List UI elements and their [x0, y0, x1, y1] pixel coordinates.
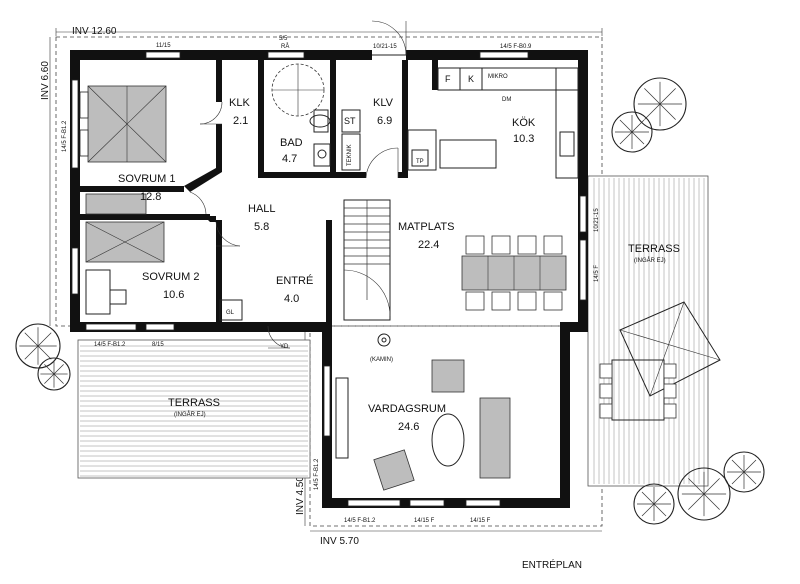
terrace-left-name: TERRASS	[168, 397, 220, 409]
room-name-entre: ENTRÉ	[276, 274, 313, 287]
fixture-gl: GL	[226, 310, 235, 316]
fixture-yd: YD	[280, 344, 289, 350]
interior-walls	[80, 60, 438, 322]
kitchen	[407, 67, 579, 179]
terrace-parasol	[599, 301, 721, 421]
window-label-right-2: 14/5 F	[594, 265, 600, 282]
window-label-top-4: 14/5 F-B0.9	[500, 44, 532, 50]
window-label-bottom-lower-3: 14/15 F	[470, 518, 491, 524]
window-label-right-1: 10/21-15	[594, 208, 600, 232]
living-room-furniture	[335, 333, 511, 491]
room-area-sovrum-2: 10.6	[163, 289, 184, 301]
window-label-bottom-2: 8/15	[152, 342, 164, 348]
room-name-kok: KÖK	[512, 117, 536, 129]
fixture-mikro: MIKRO	[488, 74, 508, 80]
fixture-st: ST	[344, 116, 356, 126]
room-name-bad: BAD	[280, 137, 303, 149]
window-label-bottom-1: 14/5 F-B1.2	[94, 342, 126, 348]
bathroom-fixtures	[271, 63, 361, 171]
window-label-left-1: 14/5 F-B1.2	[62, 120, 68, 152]
plan-footer-title: ENTRÉPLAN	[522, 558, 582, 571]
interior-doors	[189, 101, 399, 349]
dining-table	[461, 235, 567, 311]
window-label-top-3: 10/21-15	[373, 44, 397, 50]
window-label-bottom-lower-1: 14/5 F-B1.2	[344, 518, 376, 524]
bed-sovrum-2	[85, 221, 243, 321]
window-label-top-1: 11/15	[156, 43, 171, 49]
room-labels: KLK 2.1 BAD 4.7 KLV 6.9 KÖK 10.3 SOVRUM …	[118, 97, 536, 433]
room-area-matplats: 22.4	[418, 239, 439, 251]
windows	[71, 51, 587, 507]
room-name-klv: KLV	[373, 97, 394, 109]
room-name-vardagsrum: VARDAGSRUM	[368, 403, 446, 415]
dim-top-width: INV 12.60	[72, 26, 117, 37]
room-area-kok: 10.3	[513, 133, 534, 145]
trees	[15, 77, 765, 525]
bed-sovrum-1	[79, 85, 167, 215]
terrace-labels: TERRASS (INGÅR EJ) TERRASS (INGÅR EJ)	[168, 243, 680, 418]
room-area-klv: 6.9	[377, 115, 392, 127]
room-area-klk: 2.1	[233, 115, 248, 127]
terrace-right	[587, 175, 709, 487]
dim-right-lower-height: INV 4.50	[295, 476, 306, 515]
door-top	[371, 20, 407, 60]
dim-left-height: INV 6.60	[40, 61, 51, 100]
fixture-tp: TP	[416, 159, 424, 165]
terrace-left-note: (INGÅR EJ)	[174, 411, 206, 418]
room-name-klk: KLK	[229, 97, 250, 109]
terrace-right-note: (INGÅR EJ)	[634, 257, 666, 264]
fixture-k: K	[468, 74, 474, 84]
room-name-sovrum-2: SOVRUM 2	[142, 271, 199, 283]
room-area-entre: 4.0	[284, 293, 299, 305]
room-area-hall: 5.8	[254, 221, 269, 233]
terrace-left-decking	[80, 345, 308, 477]
fixture-labels: F K MIKRO DM ST TEKNIK TP GL YD (KAMIN)	[226, 74, 511, 363]
window-label-top-2: 5/5	[279, 36, 288, 42]
dim-bottom-width: INV 5.70	[320, 536, 359, 547]
terrace-left	[77, 339, 311, 479]
window-label-right-lower: 14/5 F-B1.2	[314, 458, 320, 490]
fixture-dm: DM	[502, 97, 511, 103]
window-label-bottom-lower-2: 14/15 F	[414, 518, 435, 524]
fixture-f: F	[445, 74, 451, 84]
room-name-hall: HALL	[248, 203, 276, 215]
fixture-teknik: TEKNIK	[347, 144, 353, 166]
fixture-kamin: (KAMIN)	[370, 357, 393, 363]
window-label-top-2b: RÅ	[281, 43, 289, 50]
room-name-sovrum-1: SOVRUM 1	[118, 173, 175, 185]
room-area-sovrum-1: 12.8	[140, 191, 161, 203]
room-area-bad: 4.7	[282, 153, 297, 165]
window-labels: 11/15 5/5 RÅ 10/21-15 14/5 F-B0.9 14/5 F…	[62, 36, 600, 524]
terrace-right-name: TERRASS	[628, 243, 680, 255]
room-name-matplats: MATPLATS	[398, 221, 454, 233]
room-area-vardagsrum: 24.6	[398, 421, 419, 433]
stairs	[343, 199, 391, 321]
